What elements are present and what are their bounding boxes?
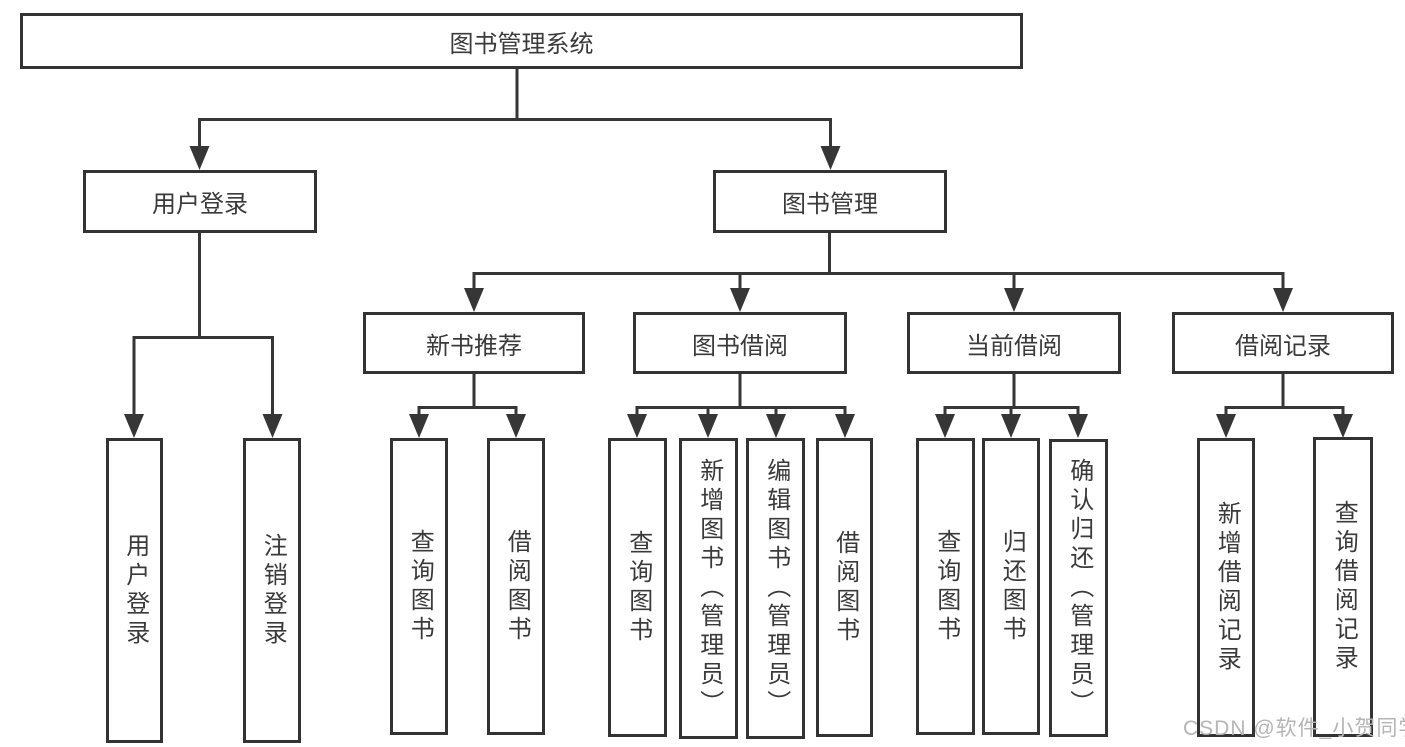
node-book-borrow-label: 图书借阅 bbox=[692, 332, 788, 360]
leaf-logout: 注销登录 bbox=[243, 438, 301, 743]
leaf-query-books: 查询图书 bbox=[916, 438, 975, 735]
arrowhead bbox=[820, 146, 841, 170]
node-root: 图书管理系统 bbox=[20, 13, 1023, 69]
arrowhead bbox=[1068, 414, 1088, 438]
csdn-watermark: CSDN @软件_小贺同学 bbox=[1183, 717, 1405, 740]
arrowhead bbox=[189, 146, 210, 170]
arrowhead bbox=[698, 414, 718, 438]
connector-records-to-leaves bbox=[1224, 374, 1345, 421]
arrowhead bbox=[506, 414, 526, 438]
node-book-management: 图书管理 bbox=[713, 170, 947, 233]
node-book-management-label: 图书管理 bbox=[782, 191, 878, 218]
arrowhead bbox=[124, 414, 144, 438]
leaf-query-books: 查询图书 bbox=[390, 438, 448, 735]
leaf-label: 用户登录 bbox=[121, 532, 149, 649]
leaf-label: 查询借阅记录 bbox=[1330, 500, 1358, 674]
leaf-return-books: 归还图书 bbox=[982, 438, 1040, 735]
connector-current-to-leaves bbox=[943, 374, 1080, 421]
node-current-borrow: 当前借阅 bbox=[907, 312, 1121, 374]
leaf-borrow-books: 借阅图书 bbox=[487, 438, 545, 735]
arrowhead bbox=[730, 288, 750, 312]
leaf-add-borrow-record: 新增借阅记录 bbox=[1197, 438, 1255, 737]
arrowhead bbox=[1001, 414, 1021, 438]
arrowhead bbox=[1216, 414, 1236, 438]
connector-borrow-to-leaves bbox=[635, 374, 847, 421]
arrowhead bbox=[627, 414, 647, 438]
leaf-label: 查询图书 bbox=[932, 528, 960, 645]
node-user-login: 用户登录 bbox=[83, 170, 317, 233]
leaf-user-login: 用户登录 bbox=[106, 438, 163, 743]
leaf-edit-books-admin: 编辑图书（管理员） bbox=[746, 438, 805, 739]
connector-root-to-level2 bbox=[198, 69, 832, 153]
arrowhead bbox=[1273, 288, 1293, 312]
leaf-query-borrow-record: 查询借阅记录 bbox=[1313, 437, 1373, 737]
arrowhead bbox=[464, 288, 484, 312]
node-new-book-recommend-label: 新书推荐 bbox=[426, 332, 522, 360]
arrowhead bbox=[766, 414, 786, 438]
node-user-login-label: 用户登录 bbox=[152, 191, 248, 218]
arrowhead bbox=[835, 414, 855, 438]
leaf-label: 借阅图书 bbox=[831, 529, 859, 646]
leaf-add-books-admin: 新增图书（管理员） bbox=[679, 438, 738, 739]
leaf-label: 归还图书 bbox=[998, 528, 1026, 645]
node-new-book-recommend: 新书推荐 bbox=[363, 312, 585, 374]
arrowhead bbox=[262, 414, 283, 438]
leaf-label: 新增图书（管理员） bbox=[695, 458, 723, 719]
leaf-label: 查询图书 bbox=[406, 528, 434, 645]
node-root-label: 图书管理系统 bbox=[449, 30, 594, 58]
node-book-borrow: 图书借阅 bbox=[633, 312, 847, 374]
leaf-confirm-return-admin: 确认归还（管理员） bbox=[1049, 439, 1108, 737]
leaf-label: 确认归还（管理员） bbox=[1065, 457, 1093, 719]
leaf-borrow-books: 借阅图书 bbox=[816, 438, 873, 737]
connector-recommend-to-leaves bbox=[417, 374, 518, 421]
leaf-query-books: 查询图书 bbox=[608, 438, 667, 737]
leaf-label: 查询图书 bbox=[624, 529, 652, 646]
leaf-label: 借阅图书 bbox=[503, 528, 531, 645]
node-borrow-records-label: 借阅记录 bbox=[1235, 332, 1331, 360]
connector-login-to-leaves bbox=[132, 233, 274, 421]
arrowhead bbox=[409, 414, 429, 438]
arrowhead bbox=[935, 414, 955, 438]
arrowhead bbox=[1333, 414, 1353, 438]
node-current-borrow-label: 当前借阅 bbox=[966, 332, 1062, 360]
leaf-label: 编辑图书（管理员） bbox=[762, 458, 790, 719]
leaf-label: 新增借阅记录 bbox=[1213, 500, 1241, 675]
arrowhead bbox=[1004, 288, 1024, 312]
connector-mgmt-to-level3 bbox=[472, 233, 1285, 295]
node-borrow-records: 借阅记录 bbox=[1172, 312, 1394, 374]
leaf-label: 注销登录 bbox=[259, 532, 287, 649]
